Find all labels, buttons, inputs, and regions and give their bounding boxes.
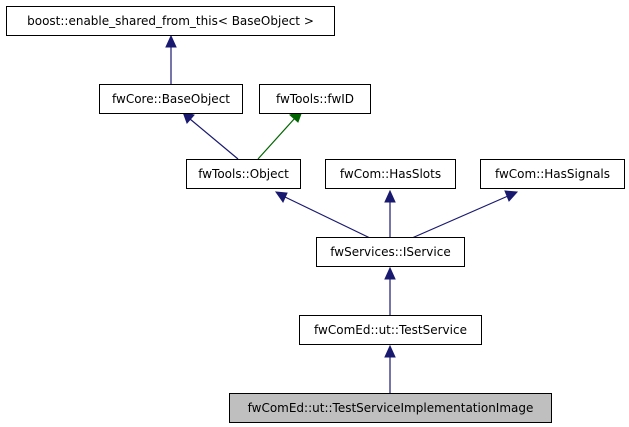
- edge-test-service-to-iservice: [384, 266, 396, 316]
- node-test-service[interactable]: fwComEd::ut::TestService: [299, 315, 482, 345]
- edge-object-to-base-object: [182, 111, 239, 160]
- node-has-slots[interactable]: fwCom::HasSlots: [325, 159, 456, 189]
- node-label: fwTools::Object: [198, 167, 289, 181]
- edge-impl-to-test-service: [384, 344, 396, 394]
- node-base-object[interactable]: fwCore::BaseObject: [99, 84, 243, 114]
- node-has-signals[interactable]: fwCom::HasSignals: [480, 159, 625, 189]
- node-label: fwComEd::ut::TestServiceImplementationIm…: [248, 401, 534, 415]
- node-label: fwServices::IService: [330, 245, 450, 259]
- edge-iservice-to-has-signals: [411, 190, 519, 239]
- node-label: fwCore::BaseObject: [112, 92, 230, 106]
- node-test-service-implementation-image[interactable]: fwComEd::ut::TestServiceImplementationIm…: [229, 393, 552, 423]
- edge-base-object-to-enable-shared: [165, 34, 177, 85]
- edge-iservice-to-object: [274, 191, 371, 239]
- node-label: fwTools::fwID: [276, 92, 354, 106]
- node-label: fwCom::HasSignals: [495, 167, 610, 181]
- node-label: fwComEd::ut::TestService: [314, 323, 467, 337]
- edge-iservice-to-has-slots: [384, 189, 396, 238]
- node-iservice[interactable]: fwServices::IService: [316, 237, 465, 267]
- edge-object-to-fwid: [257, 110, 303, 160]
- node-fwid[interactable]: fwTools::fwID: [259, 84, 371, 114]
- node-enable-shared-from-this[interactable]: boost::enable_shared_from_this< BaseObje…: [6, 6, 335, 36]
- node-label: boost::enable_shared_from_this< BaseObje…: [27, 14, 314, 28]
- edges: [165, 34, 519, 394]
- node-label: fwCom::HasSlots: [340, 167, 441, 181]
- node-object[interactable]: fwTools::Object: [186, 159, 301, 189]
